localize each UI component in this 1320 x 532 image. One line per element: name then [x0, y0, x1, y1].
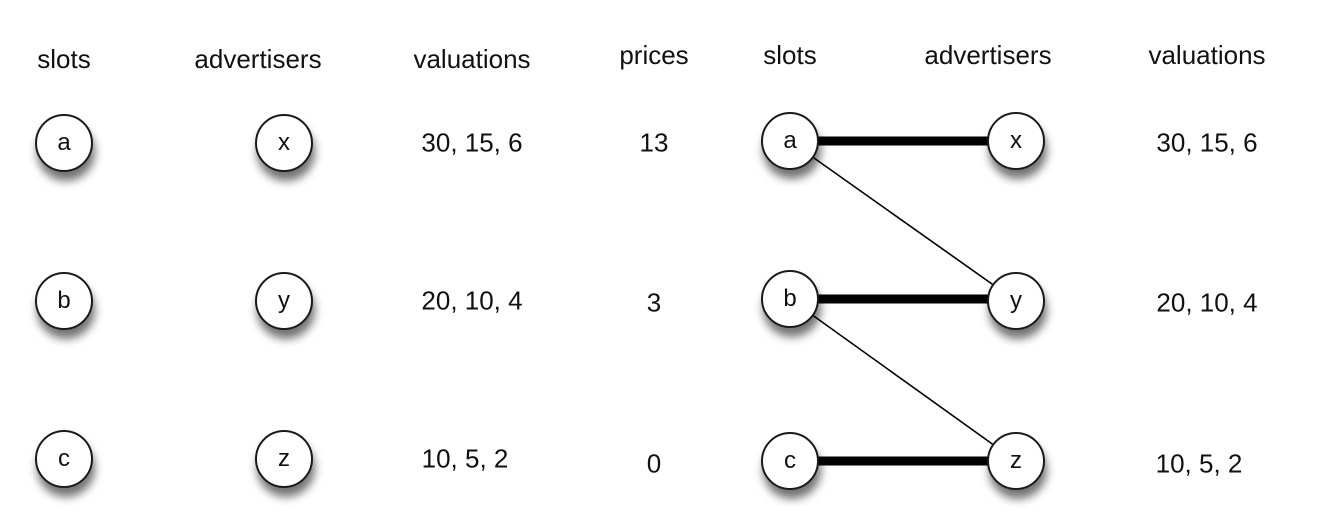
right-header-advertisers: advertisers — [924, 40, 1052, 70]
right-valuation-y: 20, 10, 4 — [1156, 287, 1258, 318]
left-slot-node-c: c — [35, 430, 93, 488]
left-slot-node-a: a — [35, 114, 93, 172]
edge-a-y — [789, 140, 1017, 302]
left-valuation-y: 20, 10, 4 — [421, 285, 523, 316]
left-valuation-x: 30, 15, 6 — [421, 127, 523, 158]
left-header-advertisers: advertisers — [194, 44, 322, 74]
left-advertiser-node-x: x — [255, 114, 313, 172]
left-header-slots: slots — [37, 44, 91, 74]
left-advertiser-node-z: z — [255, 430, 313, 488]
left-header-prices: prices — [619, 40, 689, 70]
right-header-slots: slots — [763, 40, 817, 70]
right-advertiser-node-x: x — [987, 112, 1045, 170]
price-slot-a: 13 — [639, 127, 669, 158]
right-slot-node-a: a — [761, 112, 819, 170]
left-valuation-z: 10, 5, 2 — [421, 443, 509, 474]
edge-b-z — [789, 298, 1017, 462]
right-advertiser-node-y: y — [987, 272, 1045, 330]
right-header-valuations: valuations — [1148, 40, 1266, 70]
price-slot-b: 3 — [646, 287, 662, 318]
right-slot-node-b: b — [761, 270, 819, 328]
left-advertiser-node-y: y — [255, 272, 313, 330]
right-valuation-z: 10, 5, 2 — [1155, 448, 1243, 479]
right-valuation-x: 30, 15, 6 — [1156, 127, 1258, 158]
left-slot-node-b: b — [35, 272, 93, 330]
right-advertiser-node-z: z — [987, 432, 1045, 490]
right-slot-node-c: c — [761, 432, 819, 490]
left-header-valuations: valuations — [413, 44, 531, 74]
price-slot-c: 0 — [646, 448, 662, 479]
